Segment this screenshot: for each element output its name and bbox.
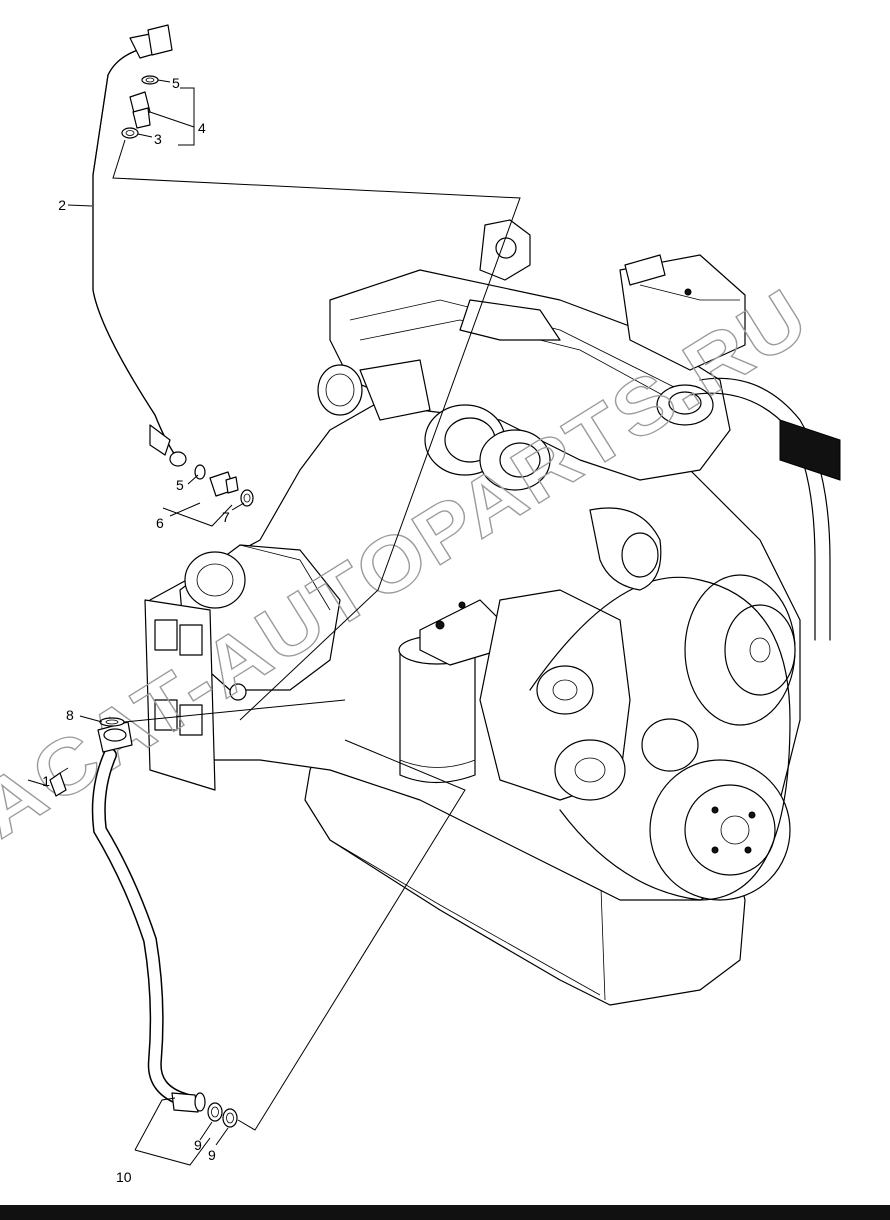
callout-5-upper: 5 xyxy=(172,75,180,91)
middle-fittings xyxy=(194,464,254,507)
callout-labels: 1 2 3 4 5 5 6 7 8 9 9 10 xyxy=(42,75,230,1185)
callout-6: 6 xyxy=(156,515,164,531)
callout-5-middle: 5 xyxy=(176,477,184,493)
upper-oil-pipe xyxy=(92,24,187,467)
bottom-border-bar xyxy=(0,1205,890,1220)
callout-2: 2 xyxy=(58,197,66,213)
callout-9-right: 9 xyxy=(208,1147,216,1163)
callout-3: 3 xyxy=(154,131,162,147)
callout-1: 1 xyxy=(42,773,50,789)
callout-10: 10 xyxy=(116,1169,132,1185)
callout-9-left: 9 xyxy=(194,1137,202,1153)
callout-4: 4 xyxy=(198,120,206,136)
lower-oil-pipe xyxy=(49,721,206,1113)
upper-fittings xyxy=(121,75,159,139)
callout-8: 8 xyxy=(66,707,74,723)
engine-assembly xyxy=(144,219,841,1006)
lower-seals xyxy=(99,717,238,1128)
callout-7: 7 xyxy=(222,509,230,525)
leader-lines xyxy=(27,79,521,1166)
